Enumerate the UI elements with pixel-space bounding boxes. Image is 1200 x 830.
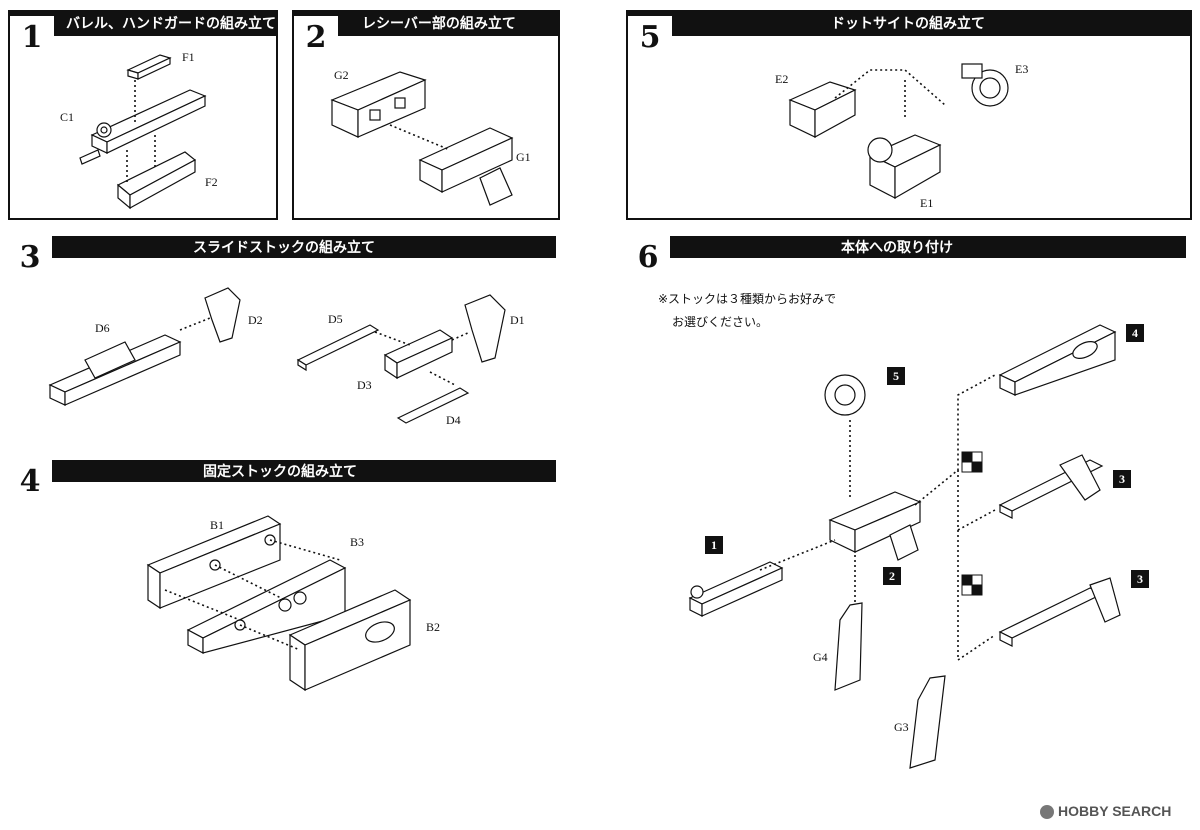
label-g1: G1 bbox=[516, 150, 531, 164]
step-2-number: 2 bbox=[294, 16, 338, 60]
label-g2: G2 bbox=[334, 68, 349, 82]
step-2-illustration bbox=[330, 71, 514, 206]
stock-note-line2: お選びください。 bbox=[672, 315, 769, 329]
label-d1: D1 bbox=[510, 313, 525, 327]
part-g4-magazine bbox=[834, 602, 863, 691]
label-g3: G3 bbox=[894, 720, 909, 734]
badge-4: 4 bbox=[1126, 324, 1144, 342]
label-d6: D6 bbox=[95, 321, 110, 335]
part-d2 bbox=[204, 287, 241, 343]
label-c1: C1 bbox=[60, 110, 75, 124]
step-3-number: 3 bbox=[8, 236, 52, 280]
label-e3: E3 bbox=[1015, 62, 1029, 76]
part-g3-magazine bbox=[909, 675, 946, 769]
step-4-header: 固定ストックの組み立て bbox=[8, 460, 556, 482]
watermark-text: HOBBY SEARCH bbox=[1058, 803, 1172, 819]
badge-2: 2 bbox=[883, 567, 901, 585]
step-3-illustration bbox=[48, 287, 506, 424]
label-d2: D2 bbox=[248, 313, 263, 327]
label-b1: B1 bbox=[210, 518, 225, 532]
label-f1: F1 bbox=[182, 50, 195, 64]
step-5-number: 5 bbox=[628, 16, 672, 60]
step-3-header: スライドストックの組み立て bbox=[8, 236, 556, 258]
step-1-title: バレル、ハンドガードの組み立て bbox=[66, 16, 276, 32]
badge-5: 5 bbox=[887, 367, 905, 385]
badge-3b: 3 bbox=[1131, 570, 1149, 588]
step-1-illustration bbox=[79, 54, 207, 210]
hobby-search-logo-icon bbox=[1040, 805, 1054, 820]
label-d4: D4 bbox=[446, 413, 461, 427]
label-g4: G4 bbox=[813, 650, 828, 664]
step-4-title: 固定ストックの組み立て bbox=[203, 464, 357, 480]
step-2-title: レシーバー部の組み立て bbox=[362, 16, 516, 32]
step-4-number: 4 bbox=[8, 460, 52, 504]
label-f2: F2 bbox=[205, 175, 218, 189]
label-b3: B3 bbox=[350, 535, 365, 549]
checker-mark-b bbox=[961, 574, 983, 596]
part-slide-stock-b bbox=[998, 587, 1104, 639]
step-6-header: 本体への取り付け bbox=[626, 236, 1186, 258]
step-5-header: ドットサイトの組み立て bbox=[626, 10, 1192, 36]
label-d5: D5 bbox=[328, 312, 343, 326]
step-4-illustration bbox=[146, 515, 412, 692]
stock-note-line1: ※ストックは３種類からお好みで bbox=[658, 292, 837, 306]
label-d3: D3 bbox=[357, 378, 372, 392]
step-6-number: 6 bbox=[626, 236, 670, 280]
step-5-illustration bbox=[788, 63, 1009, 200]
badge-3a: 3 bbox=[1113, 470, 1131, 488]
label-b2: B2 bbox=[426, 620, 441, 634]
hobby-search-watermark: HOBBY SEARCH bbox=[1040, 803, 1172, 820]
badge-1: 1 bbox=[705, 536, 723, 554]
part-d1 bbox=[464, 294, 506, 363]
step-6-title: 本体への取り付け bbox=[841, 240, 953, 256]
label-e2: E2 bbox=[775, 72, 789, 86]
step-5-title: ドットサイトの組み立て bbox=[831, 16, 985, 32]
label-e1: E1 bbox=[920, 196, 934, 210]
checker-mark-a bbox=[961, 451, 983, 473]
part-d4 bbox=[396, 387, 470, 424]
step-3-title: スライドストックの組み立て bbox=[193, 240, 375, 256]
step-1-number: 1 bbox=[10, 16, 54, 60]
